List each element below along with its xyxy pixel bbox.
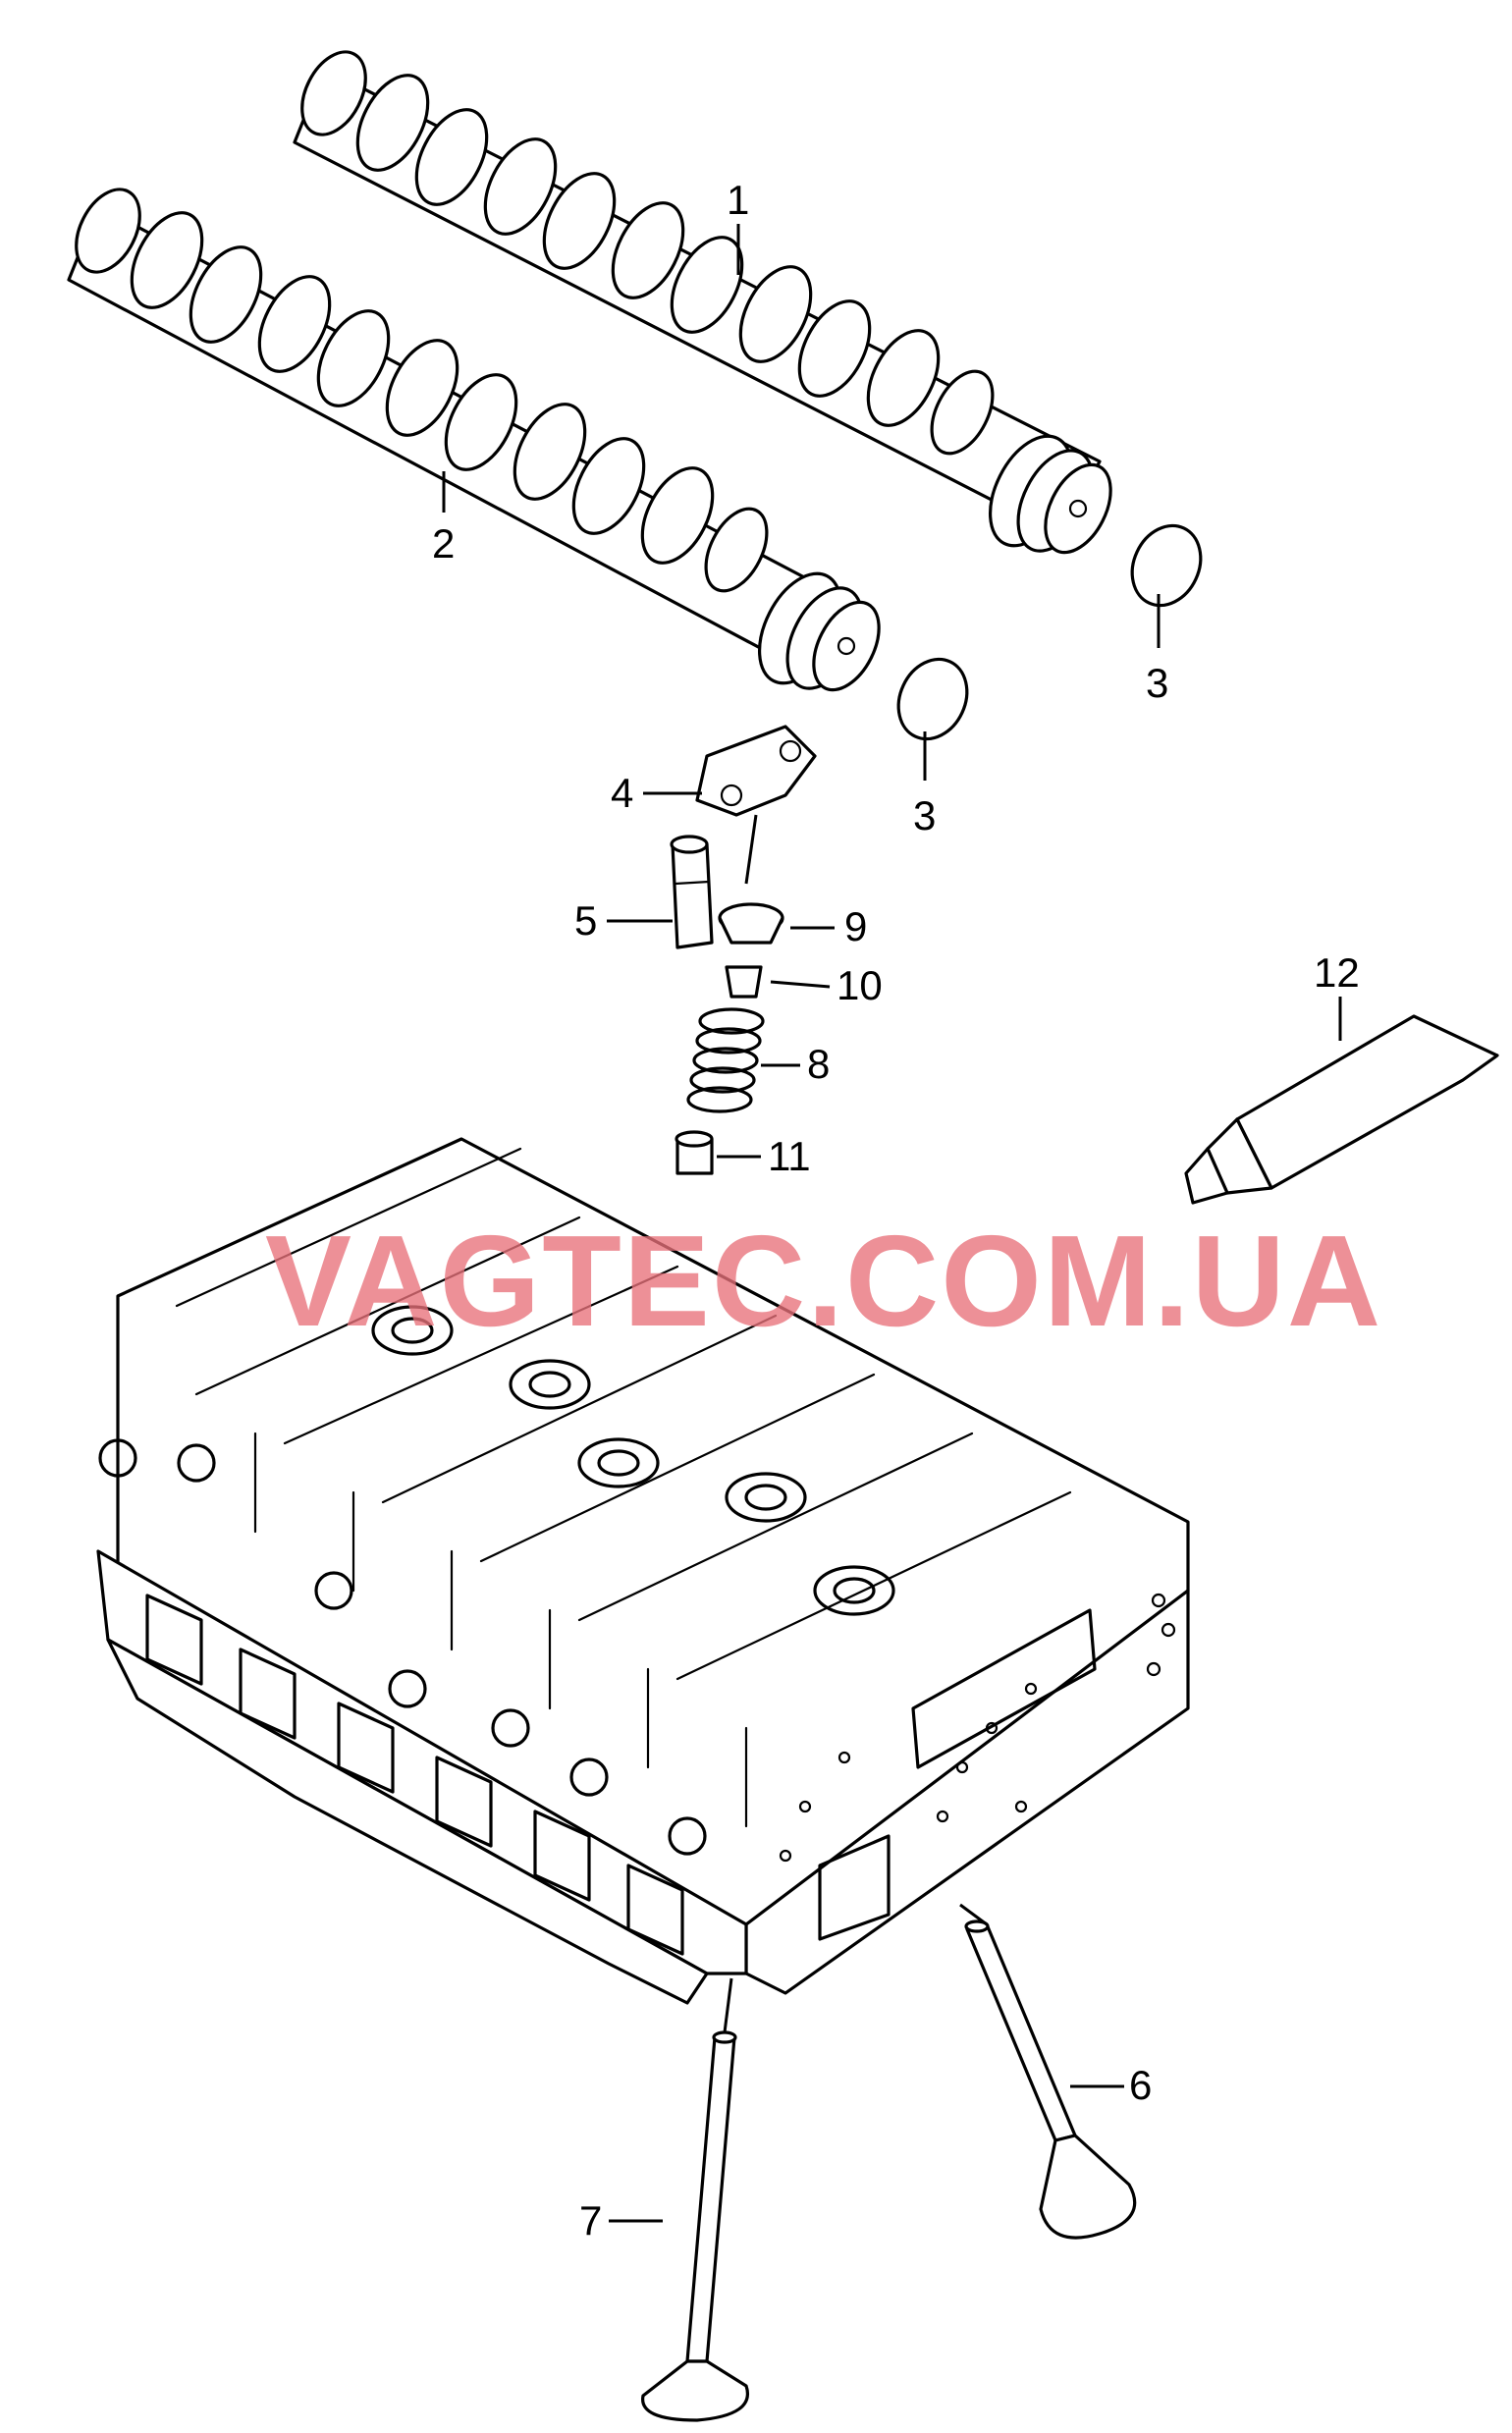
rocker-arm [695, 725, 817, 817]
spring-retainer [718, 902, 784, 945]
callout-3-lower: 3 [913, 792, 936, 838]
callout-4: 4 [611, 770, 633, 816]
lash-adjuster [670, 835, 714, 949]
camshaft-2 [67, 188, 881, 692]
leader-lines [442, 224, 1342, 2223]
cylinder-head [96, 1137, 1190, 2005]
valve-stem-seal [675, 1130, 714, 1175]
valve-7 [641, 2030, 749, 2422]
watermark: VAGTEC.COM.UA [265, 1209, 1382, 1353]
callout-10: 10 [837, 962, 883, 1008]
valve-6 [964, 1919, 1137, 2240]
callout-7: 7 [579, 2197, 602, 2244]
callout-2: 2 [432, 520, 455, 567]
camshaft-1 [293, 50, 1112, 555]
callout-5: 5 [574, 897, 597, 944]
seal-ring-lower [896, 657, 969, 741]
valve-spring [686, 1007, 765, 1113]
callouts: 1 2 3 3 4 5 9 10 8 11 12 6 7 [432, 177, 1360, 2244]
callout-8: 8 [807, 1041, 830, 1087]
callout-11: 11 [768, 1133, 811, 1179]
callout-12: 12 [1314, 949, 1360, 996]
callout-6: 6 [1129, 2062, 1152, 2108]
callout-1: 1 [727, 177, 749, 223]
seal-ring-upper [1130, 523, 1203, 608]
sealant-tube [1184, 1014, 1499, 1205]
valve-cotters [725, 965, 763, 999]
callout-9: 9 [844, 903, 867, 949]
callout-3-upper: 3 [1146, 660, 1168, 706]
